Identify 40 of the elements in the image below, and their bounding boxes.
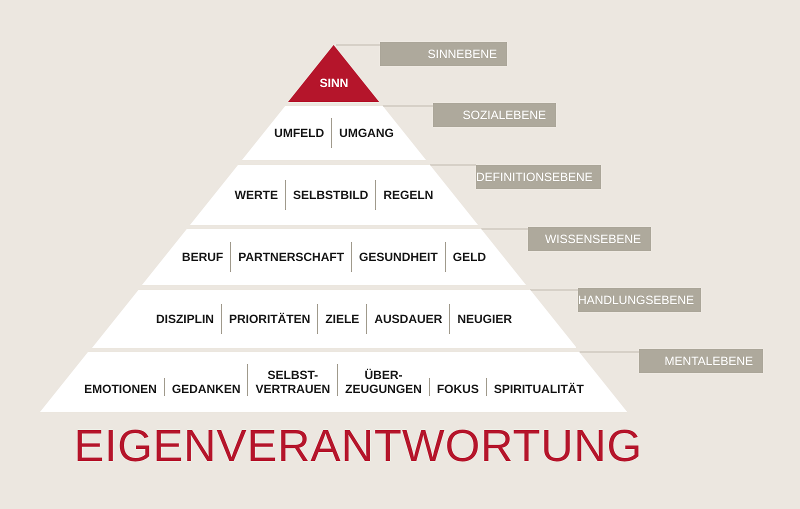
tier-item: ZIELE <box>317 304 366 334</box>
pyramid-tier <box>190 165 478 225</box>
leader-line <box>530 289 578 291</box>
tier-item: FOKUS <box>428 378 486 396</box>
tier-item: WERTE <box>234 188 279 202</box>
tier-item: AUSDAUER <box>366 304 450 334</box>
tier-item: SELBSTBILD <box>284 180 376 210</box>
tier-item: SELBST- VERTRAUEN <box>247 364 338 396</box>
tier-item: PRIORITÄTEN <box>220 304 318 334</box>
tier-item: UMGANG <box>331 118 401 148</box>
tier-item: NEUGIER <box>449 304 520 334</box>
level-label: SINNEBENE <box>380 42 507 66</box>
tier-item: ÜBER- ZEUGUNGEN <box>337 364 429 396</box>
leader-line <box>382 105 433 107</box>
tier-item: GESUNDHEIT <box>351 242 445 272</box>
level-label: MENTALEBENE <box>639 349 763 373</box>
tier-item: DISZIPLIN <box>154 312 215 326</box>
tier-item: REGELN <box>375 180 440 210</box>
tier-item: UMFELD <box>273 126 326 140</box>
level-label: DEFINITIONSEBENE <box>476 165 601 189</box>
tier-item: EMOTIONEN <box>83 381 158 396</box>
tier-item: BERUF <box>180 250 224 264</box>
tier-item: SPIRITUALITÄT <box>486 378 591 396</box>
leader-line <box>580 351 639 353</box>
level-label: WISSENSEBENE <box>528 227 651 251</box>
level-label: HANDLUNGSEBENE <box>578 288 701 312</box>
pyramid-tier <box>92 290 576 348</box>
tier-item: GELD <box>444 242 494 272</box>
leader-line <box>336 44 380 46</box>
pyramid-tier <box>40 352 628 412</box>
tier-item: GEDANKEN <box>164 378 248 396</box>
leader-line <box>481 228 528 230</box>
level-label: SOZIALEBENE <box>433 103 556 127</box>
leader-line <box>430 164 476 166</box>
tier-item: PARTNERSCHAFT <box>230 242 352 272</box>
apex-label: SINN <box>318 76 350 90</box>
pyramid-tier <box>142 229 526 285</box>
pyramid-tier <box>242 106 426 160</box>
pyramid-apex <box>288 45 380 102</box>
diagram-title: EIGENVERANTWORTUNG <box>74 420 642 472</box>
